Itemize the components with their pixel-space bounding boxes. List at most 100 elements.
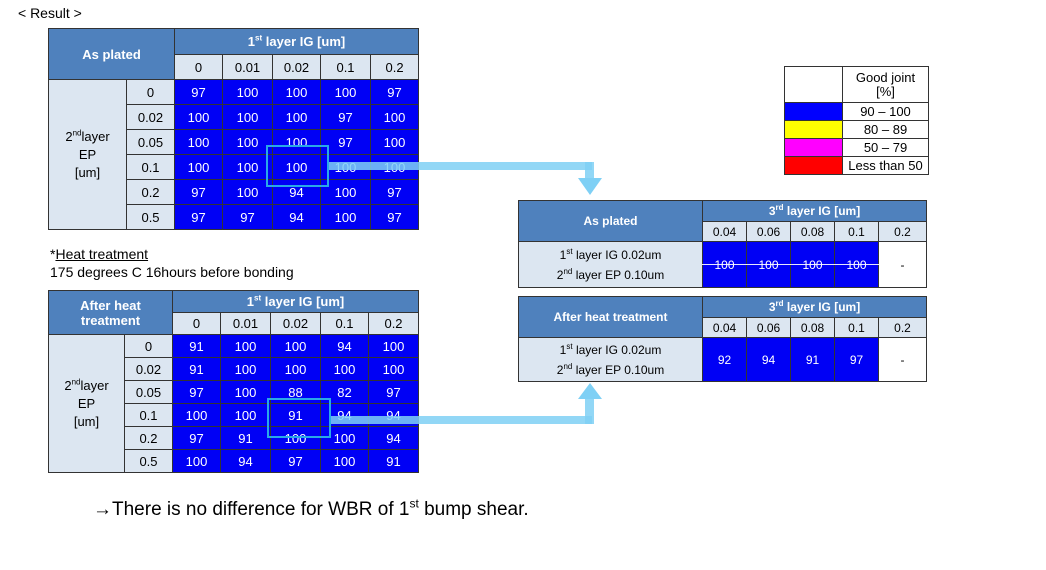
value-cell: 100 [320,179,372,205]
row-label: 0 [124,334,173,358]
value-cell: 100 [222,129,274,155]
col-label: 0.01 [220,312,271,335]
strike-line [702,264,880,265]
value-cell: 91 [172,357,221,381]
conclusion-text: →There is no difference for WBR of 1st b… [93,496,529,520]
legend-label: 90 – 100 [842,102,929,121]
connector-line-top-down [585,162,594,182]
col-label: 0.04 [702,221,747,242]
value-cell: 100 [222,104,274,130]
value-cell: 97 [370,179,420,205]
value-cell: 88 [270,380,321,404]
row-label: 0.02 [125,104,176,130]
col-header: 3rd layer IG [um] [701,296,928,318]
col-label: 0.1 [320,312,369,335]
value-cell: 100 [370,129,420,155]
third-heat-corner: After heat treatment [518,296,703,338]
col-label: 0.2 [877,317,928,338]
value-cell: 100 [172,449,221,473]
col-header: 1st layer IG [um] [174,28,420,55]
row-label: 0.5 [125,204,176,230]
result-label: < Result > [18,5,82,21]
value-cell: 91 [220,426,271,450]
row-label: 0.1 [124,403,173,427]
value-cell: 100 [272,79,322,105]
heat-treatment-title: Heat treatment [55,246,149,262]
col-label: 0.04 [702,317,747,338]
col-header: 3rd layer IG [um] [701,200,928,222]
legend-label: 50 – 79 [842,138,929,157]
as-plated-corner: As plated [47,28,176,80]
as-plated-table: As plated 1st layer IG [um] 0 0.01 0.02 … [47,28,420,230]
value-cell: 100 [270,426,321,450]
col-header: 1st layer IG [um] [171,290,420,313]
row-label: 0.2 [124,426,173,450]
value-cell: 94 [320,334,369,358]
legend-title: Good joint[%] [842,66,929,103]
value-cell: 97 [174,79,224,105]
value-cell: 100 [222,79,274,105]
legend-swatch [784,138,843,157]
third-layer-plated-table: As plated 3rd layer IG [um] 0.04 0.06 0.… [518,200,928,288]
value-cell: 100 [367,334,420,358]
value-cell: 97 [172,426,221,450]
value-cell: 100 [220,403,271,427]
value-cell: 100 [270,334,321,358]
value-cell: 92 [702,337,747,382]
value-cell: 100 [172,403,221,427]
value-cell: 97 [370,79,420,105]
value-cell: 100 [320,357,369,381]
col-label: 0.06 [746,317,791,338]
value-cell: 100 [370,104,420,130]
third-layer-heat-table: After heat treatment 3rd layer IG [um] 0… [518,296,928,382]
col-label: 0.02 [272,54,322,80]
value-cell: 97 [222,204,274,230]
value-cell: 100 [272,154,322,180]
row-label: 0.1 [125,154,176,180]
row-label: 0.05 [124,380,173,404]
value-cell: 100 [174,104,224,130]
legend-swatch [784,102,843,121]
legend-label: Less than 50 [842,156,929,175]
value-cell: 100 [220,380,271,404]
heat-treatment-detail: 175 degrees C 16hours before bonding [50,264,294,280]
col-label: 0.02 [270,312,321,335]
value-cell: - [877,241,928,288]
value-cell: 97 [320,104,372,130]
value-cell: 97 [270,449,321,473]
row-label: 0 [125,79,176,105]
value-cell: - [877,337,928,382]
value-cell: 100 [272,104,322,130]
value-cell: 100 [220,334,271,358]
connector-line-bottom-up [585,397,594,424]
col-label: 0.2 [367,312,420,335]
value-cell: 94 [746,337,791,382]
value-cell: 100 [220,357,271,381]
row-label: 0.2 [125,179,176,205]
value-cell: 100 [367,357,420,381]
legend-table: Good joint[%] 90 – 100 80 – 89 50 – 79 L… [784,66,929,175]
col-label: 0 [174,54,224,80]
value-cell: 100 [320,79,372,105]
heat-treatment-note: *Heat treatment 175 degrees C 16hours be… [50,246,294,280]
down-arrow-icon [578,178,602,195]
value-cell: 91 [790,337,835,382]
value-cell: 100 [320,449,369,473]
col-label: 0.01 [222,54,274,80]
value-cell: 94 [272,179,322,205]
connector-line-bottom [330,416,592,424]
legend-swatch [784,156,843,175]
col-label: 0.08 [790,221,835,242]
row-label: 0.02 [124,357,173,381]
third-plated-corner: As plated [518,200,703,242]
value-cell: 94 [367,426,420,450]
col-label: 0.1 [834,221,879,242]
value-cell: 100 [320,204,372,230]
value-cell: 97 [174,179,224,205]
row-label: 0.05 [125,129,176,155]
